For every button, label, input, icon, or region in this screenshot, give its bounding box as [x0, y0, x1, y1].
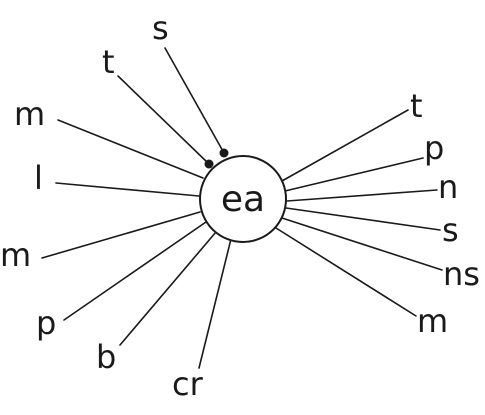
spokes — [41, 47, 443, 369]
right-letter: ns — [443, 255, 480, 293]
spoke-line — [284, 157, 424, 192]
spoke-line — [57, 119, 204, 179]
left-letter: l — [34, 159, 43, 197]
spoke-line — [281, 109, 409, 182]
spoke-anchor-dot — [204, 159, 214, 169]
left-letter: p — [36, 304, 56, 342]
right-letter: p — [424, 129, 444, 167]
hub-letters: ea — [221, 179, 265, 220]
right-letter: n — [438, 168, 458, 206]
spoke-line — [198, 238, 232, 369]
spoke-line — [286, 189, 438, 202]
left-letter: m — [0, 236, 31, 274]
left-letter-labels: s t m l m p b cr — [0, 9, 204, 403]
left-letter: t — [102, 43, 115, 81]
left-letter: m — [14, 95, 45, 133]
right-letter: s — [442, 211, 459, 249]
right-letter: t — [410, 87, 423, 125]
spoke-line — [275, 227, 417, 317]
left-letter: s — [152, 9, 169, 47]
spoke-line — [164, 47, 225, 154]
spoke-anchor-dot — [219, 148, 229, 158]
spoke-line — [281, 217, 443, 271]
left-letter: b — [96, 338, 116, 376]
spoke-line — [63, 221, 207, 321]
right-letter: m — [417, 302, 448, 340]
spoke-line — [117, 75, 210, 165]
hub-circle — [199, 155, 287, 243]
left-letter: cr — [172, 365, 204, 403]
spoke-line — [55, 182, 200, 197]
spoke-line — [119, 231, 217, 346]
spoke-line — [41, 211, 201, 259]
spoke-line — [285, 207, 441, 231]
right-letter-labels: t p n s ns m — [410, 87, 480, 340]
